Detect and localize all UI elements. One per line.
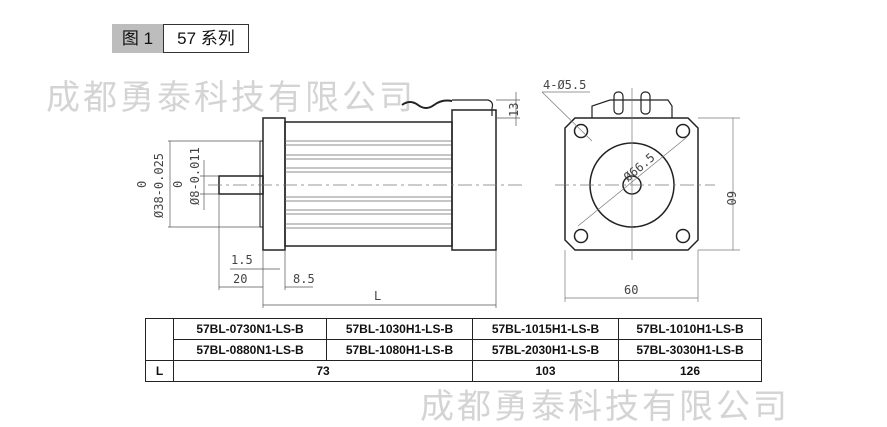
svg-text:20: 20 <box>233 272 247 286</box>
side-dimensions <box>168 92 520 308</box>
shaft-tolerance-upper: 0 <box>171 181 185 188</box>
cable <box>401 99 453 109</box>
model-length-table: 57BL-0730N1-LS-B 57BL-1030H1-LS-B 57BL-1… <box>145 318 762 382</box>
table-row: 57BL-0880N1-LS-B 57BL-1080H1-LS-B 57BL-2… <box>146 339 762 361</box>
width-label: 60 <box>624 283 638 297</box>
watermark: 成都勇泰科技有限公司 <box>46 78 416 118</box>
height-label: 60 <box>724 191 738 205</box>
mount-hole <box>573 123 589 139</box>
front-flange <box>262 117 286 251</box>
svg-text:8.5: 8.5 <box>293 272 315 286</box>
figure-title: 57 系列 <box>163 24 249 53</box>
rear-cap <box>451 109 497 251</box>
svg-text:13: 13 <box>507 103 521 117</box>
table-row: 57BL-0730N1-LS-B 57BL-1030H1-LS-B 57BL-1… <box>145 318 762 361</box>
mount-hole <box>573 228 589 244</box>
side-view <box>208 99 525 251</box>
figure-label: 图 1 <box>112 24 163 53</box>
flange-tolerance-upper: 0 <box>135 181 149 188</box>
mount-hole <box>675 228 691 244</box>
mounting-flange <box>564 117 699 251</box>
watermark: 成都勇泰科技有限公司 <box>420 387 790 427</box>
shaft-diameter-label: Ø8-0.011 <box>188 147 202 205</box>
mount-hole <box>675 123 691 139</box>
front-view <box>541 88 740 302</box>
mount-hole-label: 4-Ø5.5 <box>543 78 586 92</box>
table-row: L 73 103 126 <box>145 360 762 382</box>
svg-text:1.5: 1.5 <box>231 253 253 267</box>
flange-diameter-label: Ø38-0.025 <box>152 153 166 218</box>
length-label: L <box>374 289 381 303</box>
